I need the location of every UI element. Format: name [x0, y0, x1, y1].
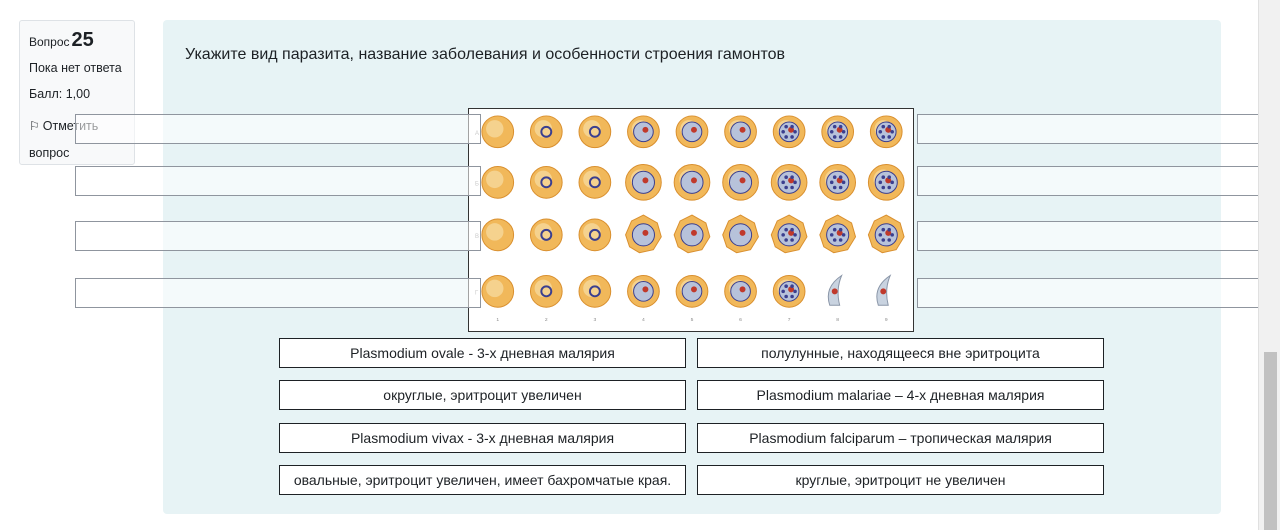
drop-zone-left-1[interactable] [75, 114, 481, 144]
cell-illustration [578, 115, 612, 149]
column-number: 9 [885, 317, 888, 323]
flag-label-2[interactable]: вопрос [29, 146, 70, 160]
cell-illustration [578, 165, 612, 199]
cell-illustration [625, 214, 662, 254]
question-grade: Балл: 1,00 [29, 87, 91, 101]
drop-zone-left-2[interactable] [75, 166, 481, 196]
cell-illustration [481, 275, 515, 308]
cell-illustration [529, 115, 563, 149]
cell-illustration [724, 115, 757, 149]
drop-zone-right-3[interactable] [917, 221, 1263, 251]
drag-choice-8[interactable]: круглые, эритроцит не увеличен [697, 465, 1104, 495]
cell-illustration [722, 164, 759, 201]
question-label: Вопрос [29, 35, 70, 49]
column-number: 4 [642, 317, 645, 323]
question-text: Укажите вид паразита, название заболеван… [185, 46, 786, 63]
cell-illustration [673, 214, 711, 254]
cell-illustration [819, 214, 857, 254]
cell-illustration [819, 164, 857, 201]
cell-illustration [481, 218, 515, 252]
cell-illustration [772, 275, 806, 308]
cell-illustration [578, 218, 612, 252]
drop-zone-right-1[interactable] [917, 114, 1263, 144]
flag-icon[interactable]: ⚐ [29, 119, 40, 133]
plasmodium-stages-image: АБВГ123456789 [468, 108, 914, 332]
column-number: 5 [691, 317, 694, 323]
question-state: Пока нет ответа [29, 61, 122, 75]
cell-illustration [627, 115, 660, 149]
drag-choice-6[interactable]: Plasmodium falciparum – тропическая маля… [697, 423, 1104, 453]
column-number: 6 [739, 317, 742, 323]
scrollbar-thumb[interactable] [1264, 352, 1277, 530]
cell-illustration [627, 275, 660, 308]
cell-illustration [529, 165, 563, 199]
question-number-line: Вопрос 25 [29, 29, 134, 52]
drag-choice-3[interactable]: округлые, эритроцит увеличен [279, 380, 686, 410]
drag-choice-5[interactable]: Plasmodium vivax - 3-х дневная малярия [279, 423, 686, 453]
cell-illustration [481, 165, 515, 199]
drop-zone-right-2[interactable] [917, 166, 1263, 196]
cell-illustration [770, 164, 808, 201]
drop-zone-left-3[interactable] [75, 221, 481, 251]
cell-illustration [770, 214, 808, 254]
cell-illustration [821, 115, 855, 149]
cell-illustration [722, 214, 759, 254]
drop-zone-right-4[interactable] [917, 278, 1263, 308]
question-info: Вопрос 25 Пока нет ответа Балл: 1,00 ⚐От… [19, 20, 135, 165]
cell-illustration [675, 115, 709, 149]
plasmodium-stages-figure: АБВГ123456789 [475, 115, 905, 323]
cell-illustration [876, 274, 892, 306]
column-number: 3 [593, 317, 596, 323]
cell-illustration [529, 275, 563, 308]
cell-illustration [869, 115, 903, 149]
drag-choice-1[interactable]: Plasmodium ovale - 3-х дневная малярия [279, 338, 686, 368]
drag-choice-2[interactable]: полулунные, находящееся вне эритроцита [697, 338, 1104, 368]
cell-illustration [481, 115, 515, 149]
drop-zone-left-4[interactable] [75, 278, 481, 308]
column-number: 2 [545, 317, 548, 323]
cell-illustration [772, 115, 806, 149]
column-number: 7 [788, 317, 791, 323]
column-number: 8 [836, 317, 839, 323]
cell-illustration [827, 274, 843, 306]
cell-illustration [673, 164, 711, 201]
drag-choice-7[interactable]: овальные, эритроцит увеличен, имеет бахр… [279, 465, 686, 495]
cell-illustration [625, 164, 662, 201]
cell-illustration [578, 275, 612, 308]
cell-illustration [867, 164, 905, 201]
column-number: 1 [496, 317, 499, 323]
drag-choice-4[interactable]: Plasmodium malariae – 4-х дневная маляри… [697, 380, 1104, 410]
cell-illustration [867, 214, 905, 254]
question-number: 25 [71, 29, 94, 51]
cell-illustration [675, 275, 709, 308]
cell-illustration [724, 275, 757, 308]
cell-illustration [529, 218, 563, 252]
